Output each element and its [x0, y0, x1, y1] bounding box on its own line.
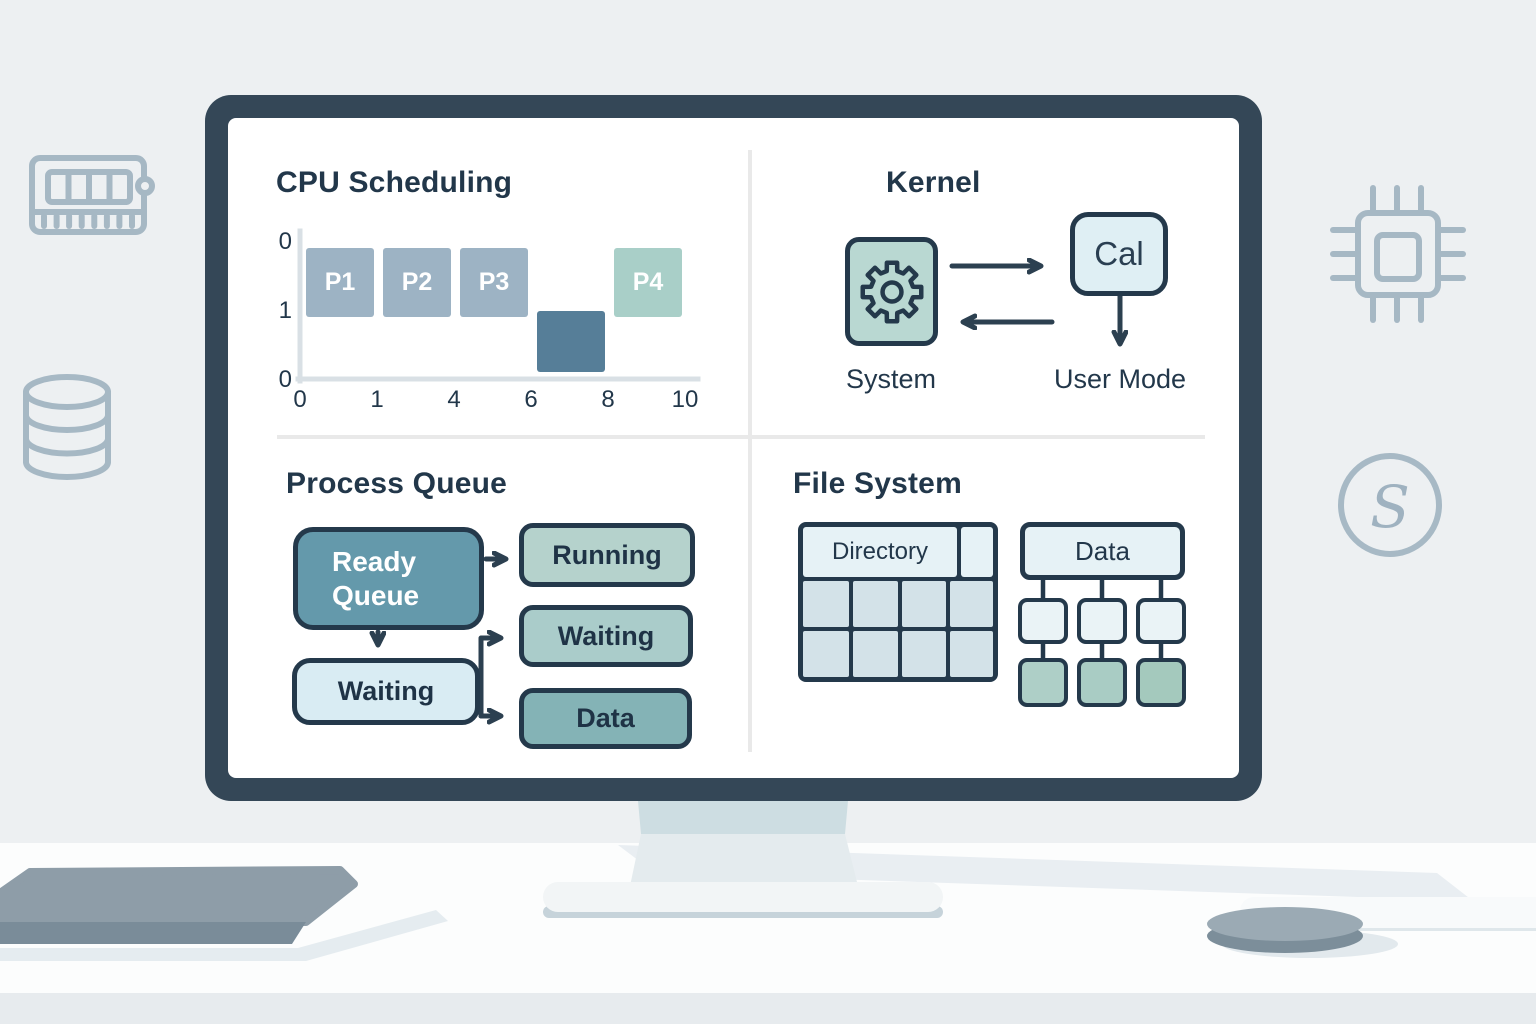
data-tree-header: Data	[1020, 522, 1185, 580]
system-box	[845, 237, 938, 346]
table-cell	[950, 581, 993, 627]
gantt-bar-label: P3	[478, 268, 510, 296]
directory-header-cell: Directory	[803, 527, 957, 577]
user-mode-label: User Mode	[1053, 364, 1187, 394]
monitor-screen: CPU Scheduling Kernel Process Queue File…	[228, 118, 1239, 778]
waiting-right-node: Waiting	[519, 605, 693, 667]
ready-queue-node: Ready Queue	[293, 527, 484, 630]
monitor: CPU Scheduling Kernel Process Queue File…	[205, 95, 1262, 801]
waiting-right-label: Waiting	[557, 620, 655, 651]
fs-mid-box	[1136, 598, 1186, 644]
ready-queue-label: Ready Queue	[332, 545, 420, 611]
gantt-bar-label: P2	[401, 268, 433, 296]
gantt-bar-label: P4	[632, 268, 664, 296]
fs-leaf-box	[1018, 658, 1068, 707]
desk-front	[0, 993, 1536, 1024]
gantt-bar	[537, 311, 605, 372]
system-label: System	[845, 364, 937, 394]
laptop	[0, 866, 448, 961]
waiting-left-node: Waiting	[292, 658, 480, 725]
gantt-y-tick-label: 0	[278, 366, 292, 393]
gantt-y-tick-label: 1	[278, 297, 292, 324]
fs-leaf-box	[1136, 658, 1186, 707]
call-box-text: Cal	[1094, 235, 1144, 272]
fs-leaf-box	[1077, 658, 1127, 707]
fs-mid-box	[1018, 598, 1068, 644]
database-icon	[23, 374, 111, 480]
gantt-bar-label: P1	[324, 268, 356, 296]
directory-table-body	[803, 581, 993, 677]
waiting-left-label: Waiting	[337, 676, 435, 706]
desk-shelf	[618, 845, 1473, 901]
process-queue-title: Process Queue	[286, 467, 508, 500]
table-cell	[853, 631, 898, 677]
directory-header-small-cell	[961, 527, 993, 577]
file-system-title: File System	[793, 467, 962, 500]
desk-white-band	[0, 843, 1536, 993]
coin-letter: S	[1370, 473, 1410, 541]
mouse-puck	[1207, 907, 1398, 958]
data-node: Data	[519, 688, 692, 749]
table-cell	[803, 631, 849, 677]
table-cell	[853, 581, 898, 627]
table-cell	[950, 631, 993, 677]
running-label: Running	[552, 539, 662, 570]
monitor-stand	[543, 801, 943, 918]
gear-icon	[860, 260, 923, 323]
gantt-x-tick-label: 4	[447, 386, 461, 413]
directory-table: Directory	[798, 522, 998, 682]
running-node: Running	[519, 523, 695, 587]
fs-mid-box	[1077, 598, 1127, 644]
kernel-title: Kernel	[886, 166, 981, 199]
gantt-bar: P4	[614, 248, 682, 317]
gantt-y-tick-label: 0	[278, 228, 292, 255]
table-cell	[902, 581, 946, 627]
ram-module-icon	[29, 155, 155, 235]
data-node-label: Data	[576, 703, 635, 733]
table-cell	[902, 631, 946, 677]
gantt-x-tick-label: 10	[671, 386, 699, 413]
currency-coin-icon	[1338, 453, 1442, 557]
call-box: Cal	[1070, 212, 1168, 296]
cpu-scheduling-title: CPU Scheduling	[276, 166, 513, 199]
gantt-bar: P2	[383, 248, 451, 317]
gantt-x-tick-label: 8	[601, 386, 615, 413]
gantt-bar: P1	[306, 248, 374, 317]
table-cell	[803, 581, 849, 627]
gantt-x-tick-label: 0	[293, 386, 307, 413]
gantt-x-tick-label: 1	[370, 386, 384, 413]
gantt-bar: P3	[460, 248, 528, 317]
gantt-x-tick-label: 6	[524, 386, 538, 413]
cpu-chip-icon	[1330, 185, 1466, 323]
directory-table-header-row: Directory	[803, 527, 993, 577]
keyboard-surface	[1240, 897, 1536, 931]
